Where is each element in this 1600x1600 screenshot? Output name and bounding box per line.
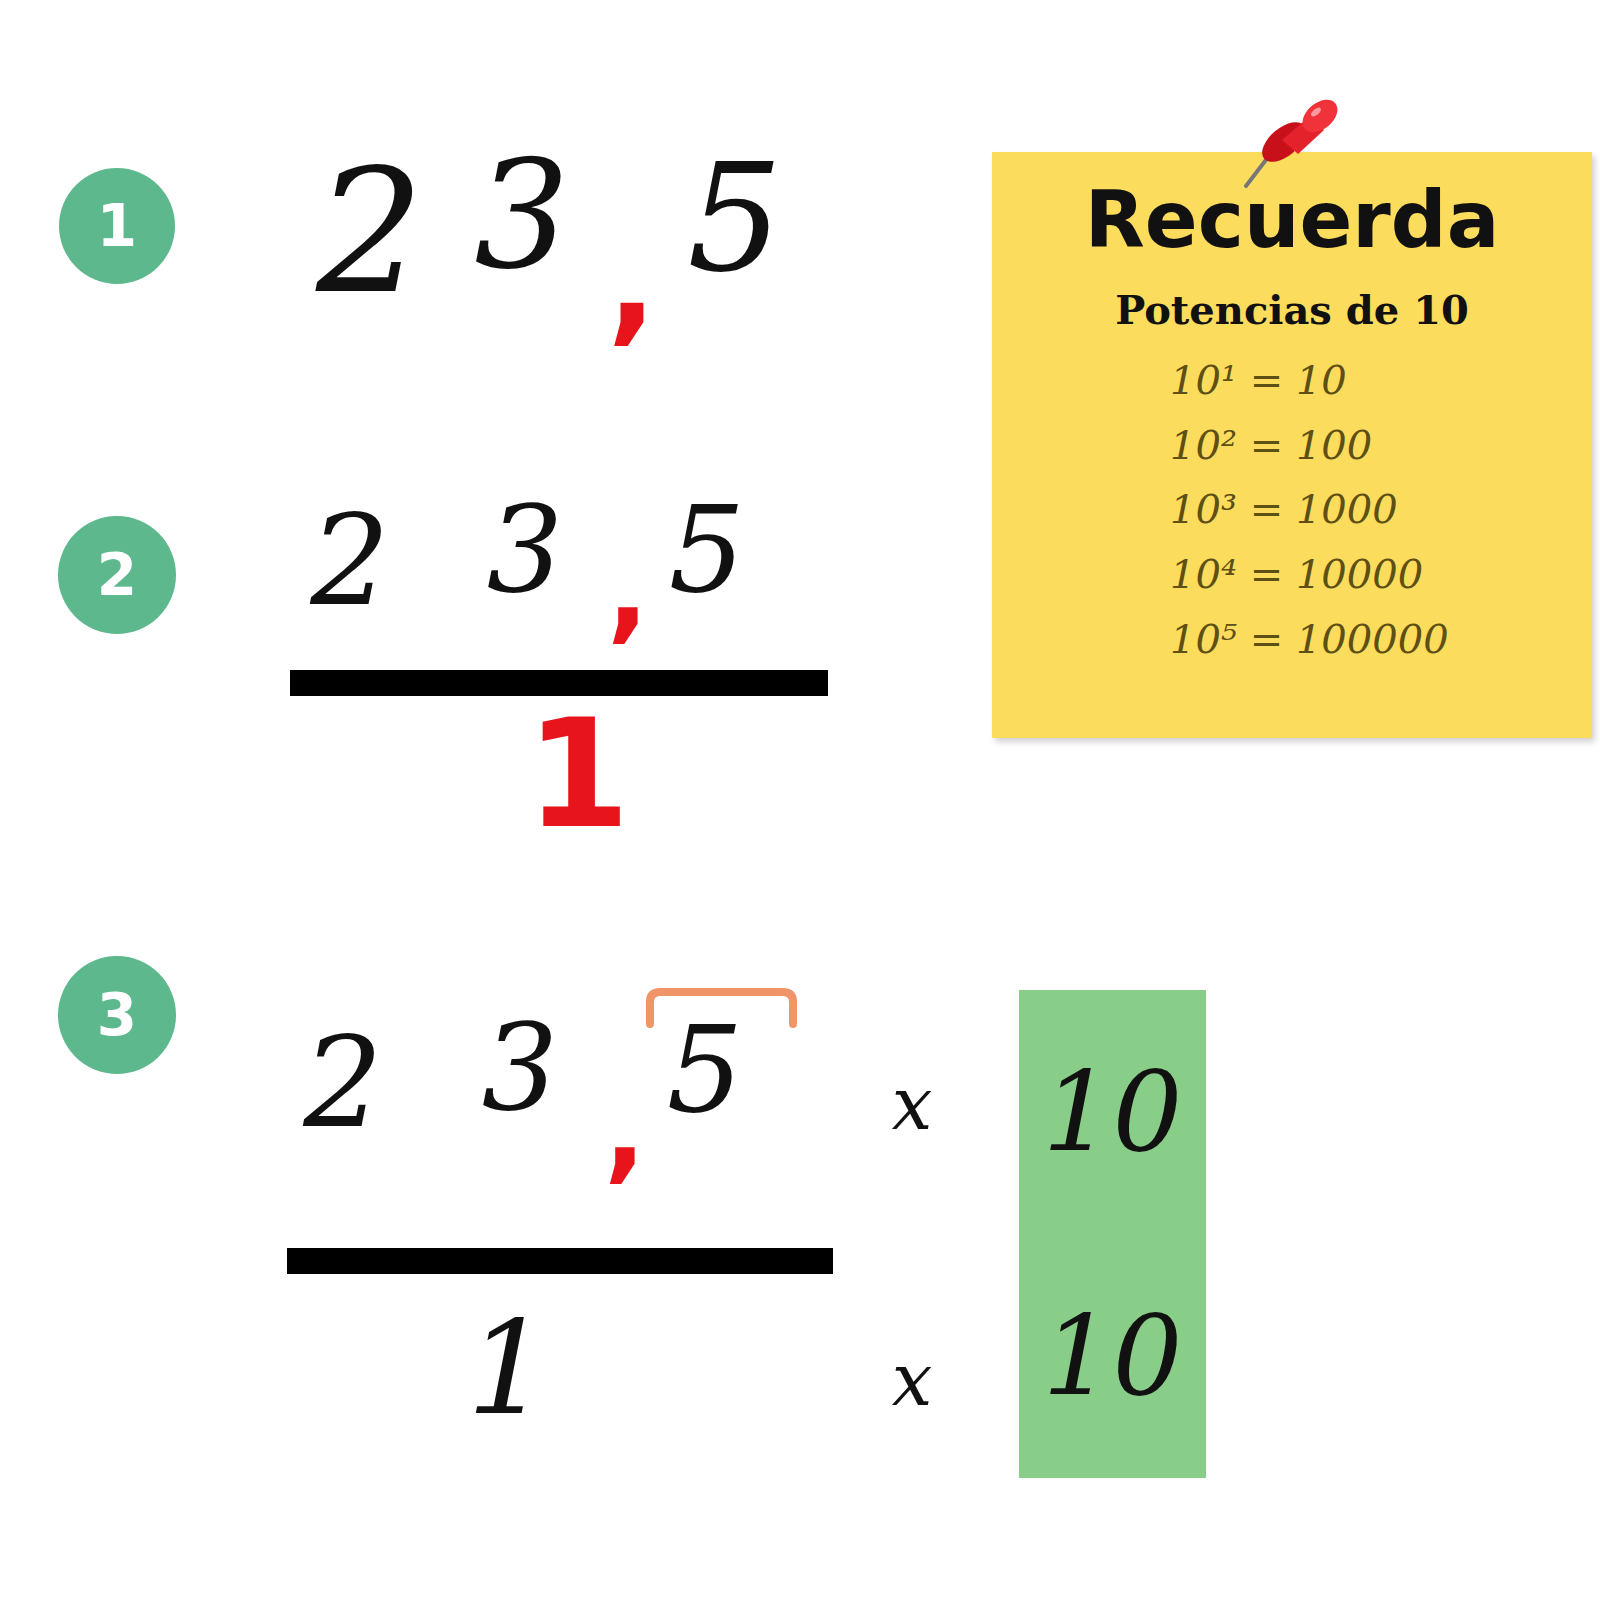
times-sign: x <box>892 1068 933 1140</box>
times-sign: x <box>892 1344 933 1416</box>
step-number-circle: 2 <box>58 516 176 634</box>
denominator-one: 1 <box>467 1303 550 1433</box>
decimal-comma: , <box>607 535 649 645</box>
sticky-note: RecuerdaPotencias de 10 10¹ = 1010² = 100… <box>992 152 1592 738</box>
digit: 3 <box>487 490 563 610</box>
note-subheading: Potencias de 10 <box>992 286 1592 334</box>
multiplier: 10 <box>1043 1057 1183 1167</box>
note-heading: Recuerda <box>992 178 1592 264</box>
multiplier: 10 <box>1043 1301 1183 1411</box>
fraction-bar <box>287 1248 833 1274</box>
decimal-comma: , <box>607 217 656 347</box>
digit: 5 <box>669 490 745 610</box>
power-row: 10¹ = 10 <box>1170 348 1592 413</box>
step-number-circle: 1 <box>59 168 175 284</box>
decimal-comma: , <box>604 1075 646 1185</box>
power-row: 10⁵ = 100000 <box>1170 607 1592 672</box>
digit: 2 <box>310 498 390 623</box>
step-number: 3 <box>97 986 137 1044</box>
step-number: 1 <box>97 197 137 255</box>
digit: 5 <box>687 143 782 293</box>
digit: 3 <box>474 140 569 290</box>
digit: 3 <box>482 1008 558 1128</box>
powers-of-ten-box: 10 10 <box>1019 990 1206 1478</box>
power-row: 10² = 100 <box>1170 413 1592 478</box>
step-number: 2 <box>97 546 137 604</box>
step-number-circle: 3 <box>58 956 176 1074</box>
denominator-one: 1 <box>526 699 630 849</box>
power-row: 10⁴ = 10000 <box>1170 542 1592 607</box>
fraction-bar <box>290 670 828 696</box>
digit: 5 <box>667 1010 743 1130</box>
digit: 2 <box>303 1020 383 1145</box>
power-row: 10³ = 1000 <box>1170 477 1592 542</box>
digit: 2 <box>316 147 424 317</box>
